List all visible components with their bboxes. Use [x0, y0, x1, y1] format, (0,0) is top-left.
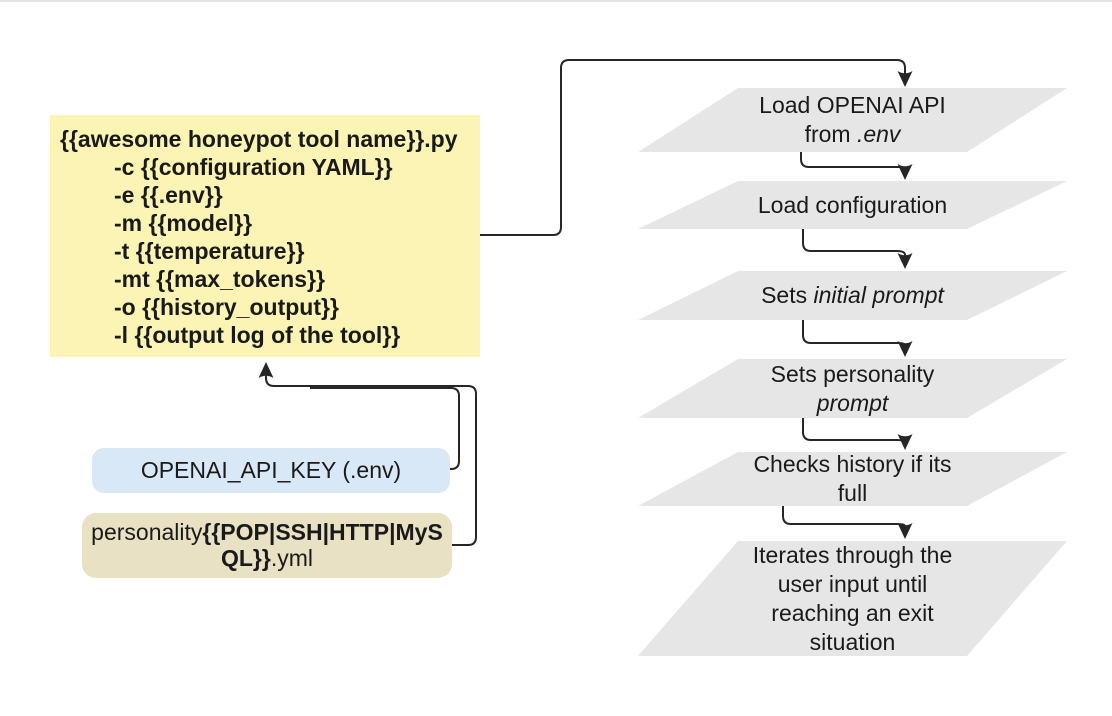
- flow-step-shape-iterates-until-exit: [638, 541, 1067, 656]
- arrowhead-step3: [897, 253, 913, 269]
- flow-step-shape-load-configuration: [638, 181, 1067, 229]
- flow-step-shape-sets-initial-prompt: [638, 271, 1067, 320]
- tool-usage-box: {{awesome honeypot tool name}}.py -c {{c…: [50, 115, 480, 357]
- flow-step-shape-checks-history-if-full: [638, 452, 1067, 506]
- arrowhead-step4: [897, 341, 913, 357]
- flow-step-shape-load-openai-api: [638, 88, 1067, 152]
- personality-prefix: personality: [91, 519, 203, 545]
- personality-protocols: {{POP|SSH|HTTP|MySQL}}: [202, 519, 443, 571]
- arrowhead-tool-box: [258, 362, 274, 378]
- connector-personality-to-tool: [258, 362, 477, 546]
- connector-step3-step4: [802, 320, 913, 357]
- flow-step-sets-initial-prompt: Sets initial prompt: [761, 282, 944, 308]
- top-border-line: [0, 0, 1112, 2]
- api-key-label: OPENAI_API_KEY (.env): [140, 457, 402, 483]
- connector-tool-to-step1: [480, 59, 913, 236]
- flow-step-load-configuration: Load configuration: [757, 191, 948, 218]
- connector-step1-step2: [800, 152, 913, 180]
- flow-step-shape-sets-personality-prompt: [638, 359, 1067, 418]
- connector-step4-step5: [802, 418, 913, 450]
- personality-suffix: .yml: [270, 545, 313, 571]
- personality-file-box: personality{{POP|SSH|HTTP|MySQL}}.yml: [82, 513, 452, 578]
- arrowhead-step2: [897, 164, 913, 180]
- connector-apikey-to-tool: [310, 387, 460, 470]
- connector-step2-step3: [802, 229, 913, 269]
- tool-title: {{awesome honeypot tool name}}.py: [60, 126, 458, 152]
- arrowhead-step1: [897, 71, 913, 87]
- personality-file-label: personality{{POP|SSH|HTTP|MySQL}}.yml: [91, 519, 443, 571]
- arrowhead-step5: [897, 434, 913, 450]
- arrowhead-step6: [897, 523, 913, 539]
- connector-step5-step6: [782, 506, 913, 539]
- api-key-box: OPENAI_API_KEY (.env): [92, 448, 450, 493]
- tool-options-list: -c {{configuration YAML}}-e {{.env}}-m {…: [114, 154, 401, 348]
